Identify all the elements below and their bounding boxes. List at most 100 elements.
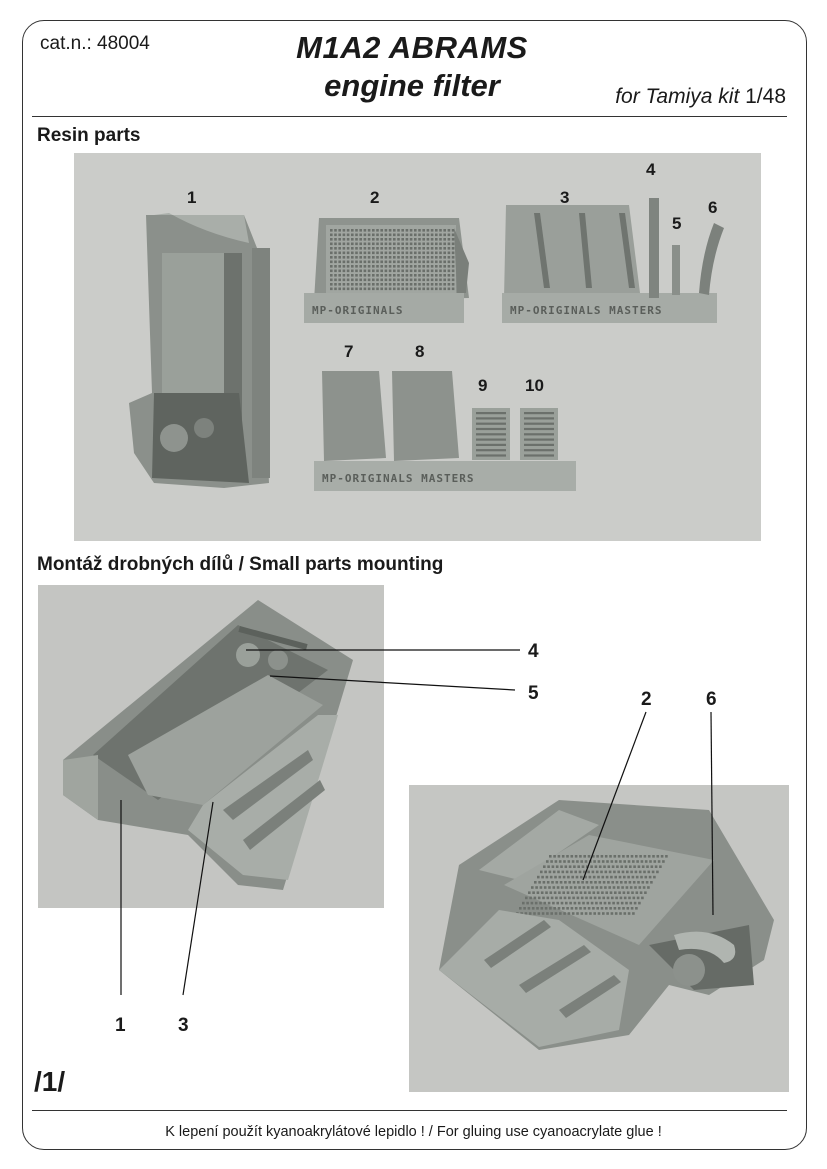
grid-hole [443,247,446,250]
grid-hole [451,238,455,241]
grid-hole [611,865,615,868]
grid-hole [351,260,354,264]
grid-hole [537,896,541,900]
grid-hole [621,870,625,874]
grid-hole [435,251,438,255]
grid-hole [535,886,538,889]
grid-hole [355,238,358,241]
grid-hole [330,238,333,241]
grid-hole [422,256,425,259]
grid-hole [639,855,642,858]
grid-hole [393,256,396,259]
leader-line-2 [582,711,647,881]
grid-hole [388,274,392,277]
grid-hole [393,229,396,232]
grid-hole [586,901,590,905]
grid-hole [355,283,358,286]
grid-hole [612,901,615,905]
grid-hole [585,881,589,884]
grid-hole [609,907,612,910]
grid-hole [559,881,563,884]
grid-hole [592,875,596,879]
grid-hole [338,251,341,255]
grid-hole [351,238,354,241]
grid-hole [556,886,560,889]
grid-hole [543,865,546,868]
grid-hole [549,875,553,879]
ladder-rung [476,433,506,436]
grid-hole [397,238,400,241]
grid-hole [563,912,566,915]
grid-hole [443,229,446,232]
grid-hole [435,256,438,259]
grid-hole [587,870,590,874]
part-label-4: 4 [646,160,656,179]
grid-hole [409,269,413,273]
grid-hole [570,907,574,910]
grid-hole [334,287,337,291]
grid-hole [567,875,570,879]
grid-hole [397,287,400,291]
grid-hole [623,912,627,915]
grid-hole [342,269,346,273]
grid-hole [565,870,569,874]
grid-hole [342,287,346,291]
grid-hole [409,233,413,237]
grid-hole [414,238,417,241]
ladder-rung [476,412,506,415]
grid-hole [617,907,621,910]
grid-hole [540,870,543,874]
grid-hole [622,855,625,858]
grid-hole [435,229,438,232]
grid-hole [376,287,379,291]
grid-hole [401,256,404,259]
grid-hole [422,283,425,286]
grid-hole [659,865,662,868]
grid-hole [342,265,346,268]
grid-hole [533,912,536,915]
grid-hole [330,269,333,273]
grid-hole [600,870,603,874]
grid-hole [376,233,379,237]
ladder-rung [476,438,506,441]
part-label-7: 7 [344,342,353,361]
grid-hole [559,912,562,915]
grid-hole [397,278,400,282]
grid-hole [542,896,545,900]
grid-hole [571,875,574,879]
grid-hole [384,274,388,277]
grid-hole [334,256,337,259]
grid-hole [351,269,354,273]
grid-hole [605,891,608,894]
grid-hole [546,881,550,884]
grid-hole [401,278,404,282]
grid-hole [531,907,535,910]
grid-hole [330,274,333,277]
grid-hole [380,233,383,237]
grid-hole [409,287,413,291]
grid-hole [430,283,434,286]
grid-hole [558,860,562,863]
grid-hole [430,238,434,241]
grid-hole [346,233,350,237]
grid-hole [598,865,602,868]
grid-hole [598,896,601,900]
grid-hole [430,247,434,250]
grid-hole [520,912,523,915]
grid-hole [569,886,573,889]
grid-hole [633,865,636,868]
grid-hole [648,875,652,879]
grid-hole [536,907,539,910]
grid-hole [338,269,341,273]
grid-hole [388,251,392,255]
grid-hole [606,912,609,915]
grid-hole [439,229,442,232]
grid-hole [342,238,346,241]
grid-hole [554,912,558,915]
grid-hole [574,907,578,910]
grid-hole [622,891,626,894]
grid-hole [422,251,425,255]
grid-hole [610,912,614,915]
grid-hole [342,274,346,277]
grid-hole [553,855,556,858]
